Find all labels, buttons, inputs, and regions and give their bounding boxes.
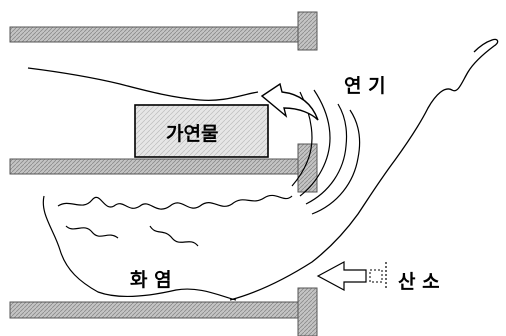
smoke-envelope bbox=[229, 38, 499, 301]
smoke-streak-4 bbox=[311, 109, 361, 215]
smoke-streak-3 bbox=[305, 103, 348, 205]
left-arrow-icon bbox=[316, 260, 387, 292]
oxygen-label: 산 소 bbox=[398, 271, 440, 293]
flame-body bbox=[42, 195, 237, 301]
fuel-label: 가연물 bbox=[166, 123, 218, 145]
shelf-middle bbox=[9, 143, 318, 193]
flame-label: 화 염 bbox=[130, 269, 172, 291]
smoke-outline bbox=[27, 67, 259, 102]
shelf-top bbox=[9, 11, 318, 51]
fuel-box bbox=[134, 104, 269, 158]
smoke-streak-2 bbox=[299, 89, 331, 197]
flame-outline bbox=[57, 194, 293, 247]
shelf-bottom bbox=[9, 287, 318, 336]
curved-arrow-icon bbox=[260, 82, 319, 121]
smoke-label: 연 기 bbox=[344, 75, 386, 97]
